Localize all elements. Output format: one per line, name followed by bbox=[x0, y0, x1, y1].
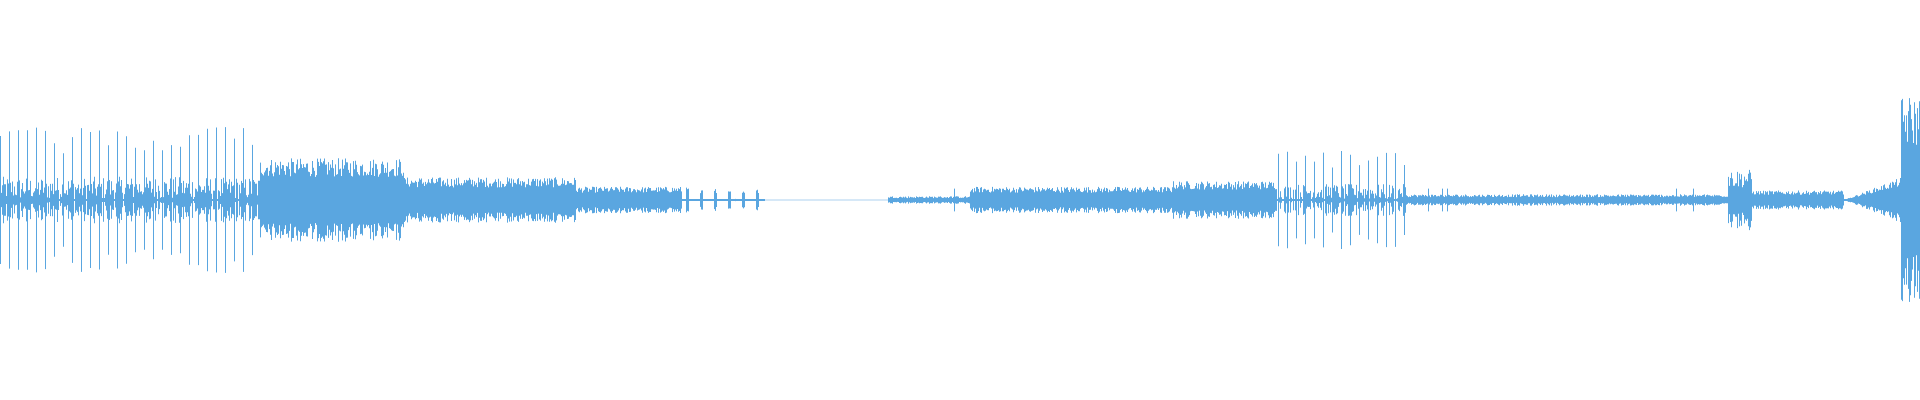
waveform-strokes bbox=[0, 98, 1920, 302]
